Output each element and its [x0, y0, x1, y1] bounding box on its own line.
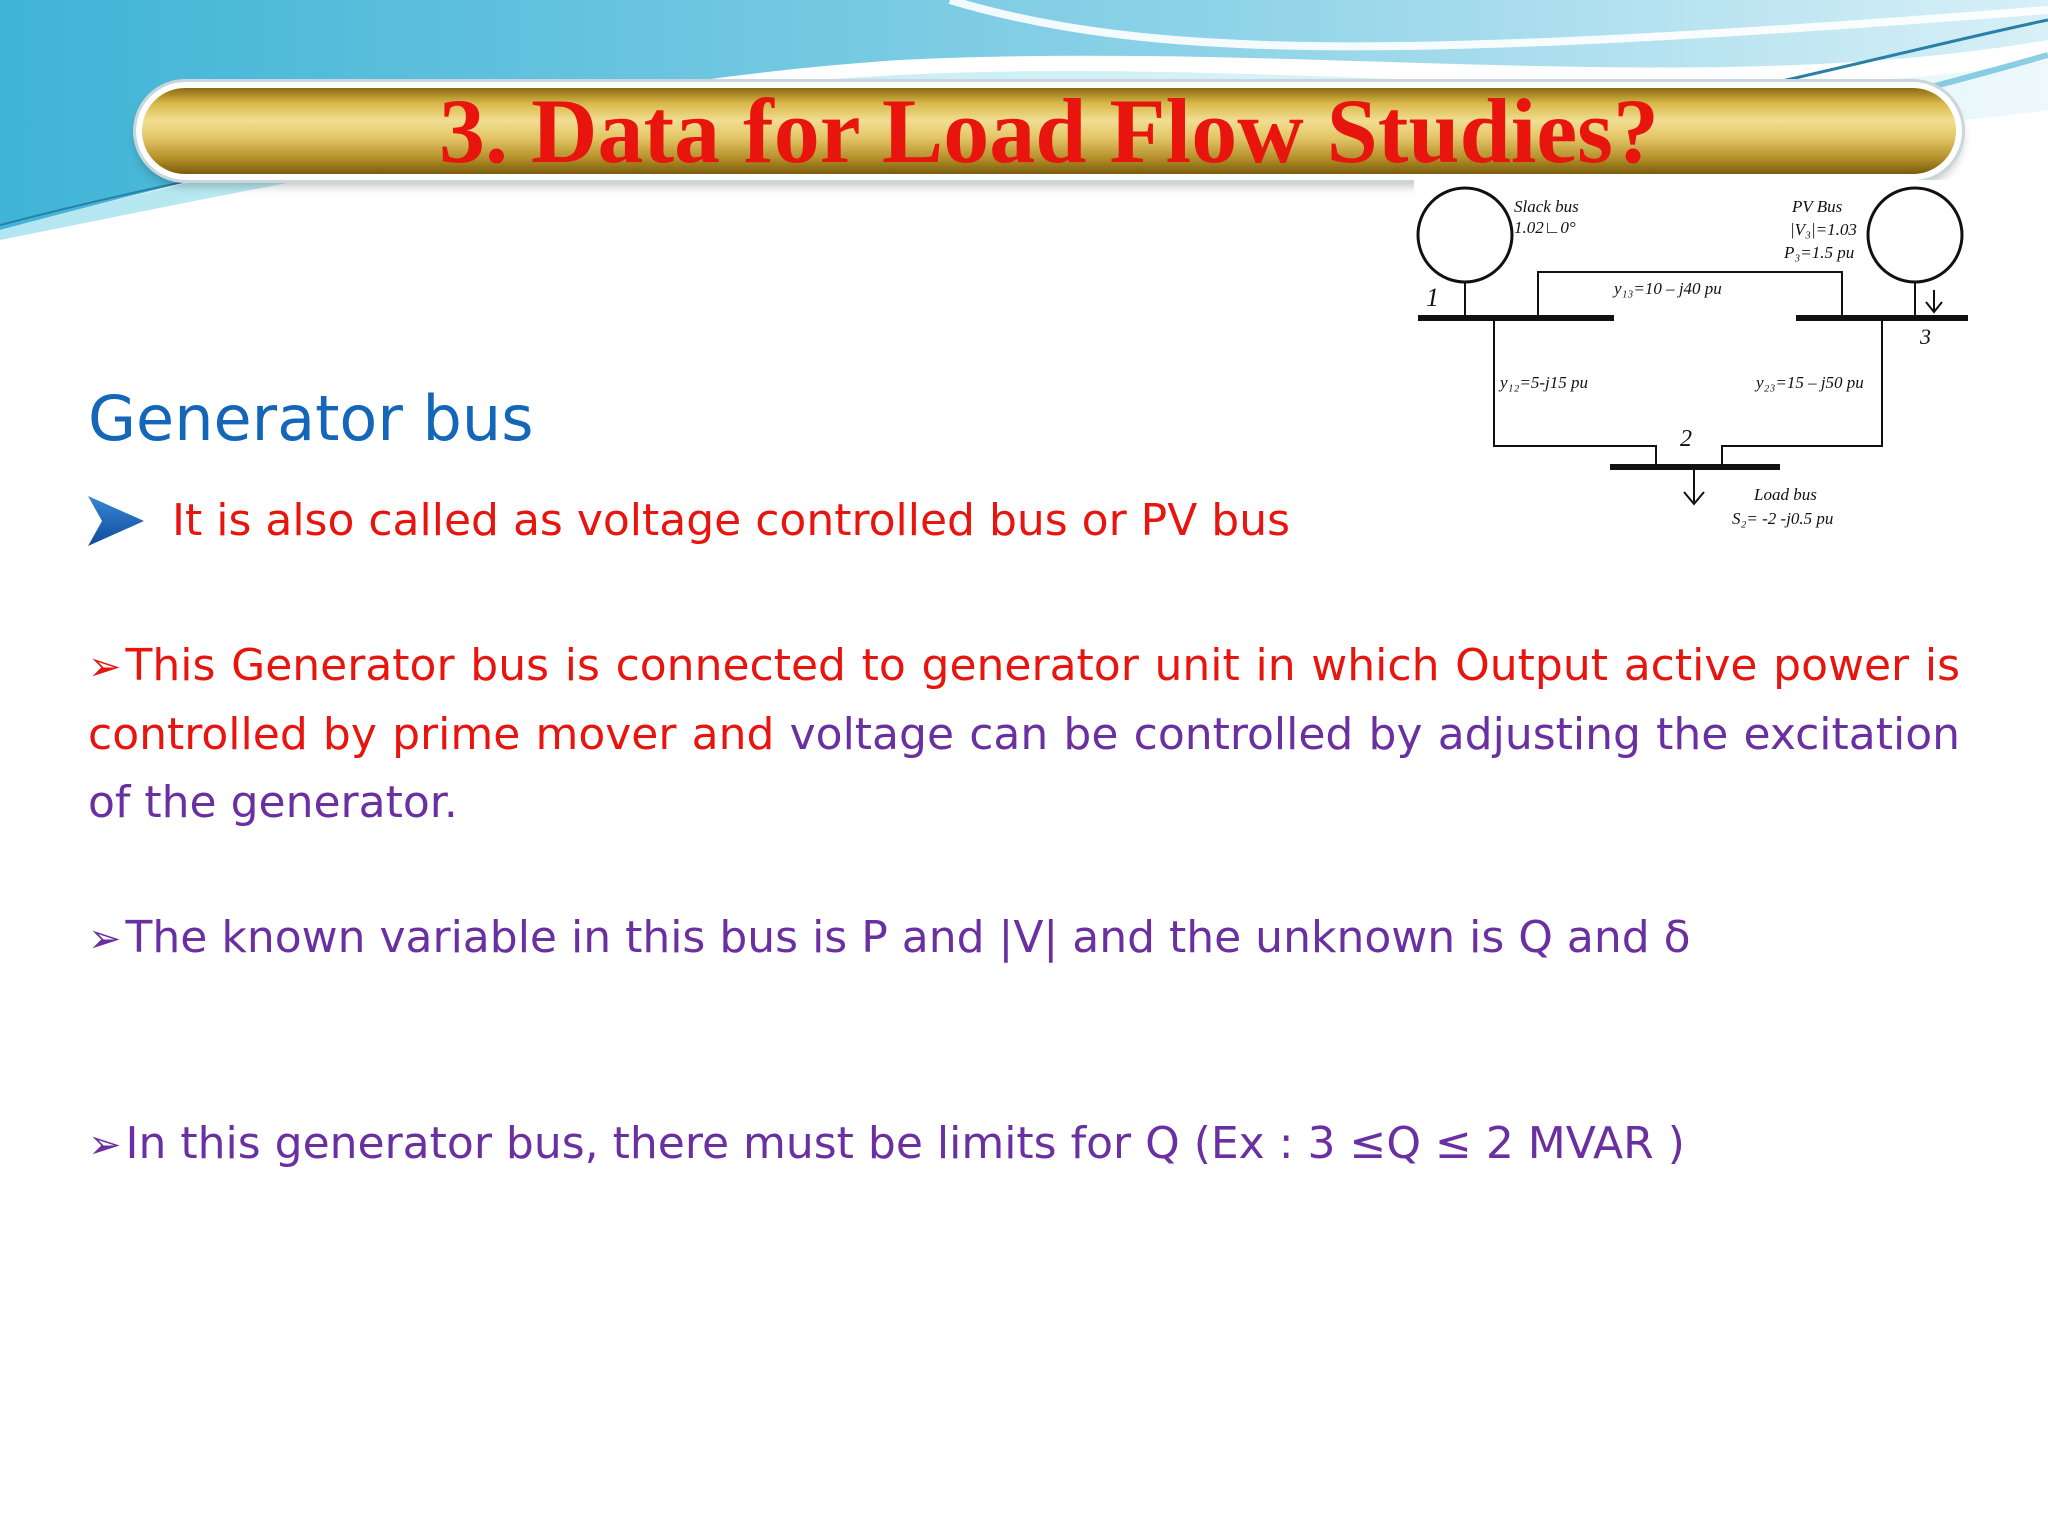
bullet-pv-bus: It is also called as voltage controlled … [88, 495, 1290, 546]
load-bus-label: Load bus [1753, 485, 1817, 504]
y12-label: y₁₂=5-j15 pu [1498, 373, 1588, 392]
power-system-diagram: Slack bus 1.02∟0° PV Bus |V₃|=1.03 P₃=1.… [1414, 180, 1968, 530]
bus-3-arrow-icon [1925, 301, 1943, 314]
generator-3-icon [1866, 186, 1964, 284]
bullet-marker: ➢ [88, 644, 122, 690]
bullet-q-limits: ➢In this generator bus, there must be li… [88, 1110, 1960, 1179]
bullet-marker: ➢ [88, 1122, 122, 1168]
pv-bus-voltage: |V₃|=1.03 [1790, 220, 1857, 239]
bus-2-number: 2 [1680, 426, 1692, 452]
line-1-3 [1537, 271, 1843, 318]
load-bus-value: S₂= -2 -j0.5 pu [1732, 509, 1833, 528]
slack-bus-label: Slack bus [1514, 197, 1579, 216]
bullet-generator-red-text: This Generator bus is connected to gener… [88, 640, 1960, 760]
y13-label: y₁₃=10 – j40 pu [1612, 279, 1722, 298]
y23-label: y₂₃=15 – j50 pu [1754, 373, 1864, 392]
bullet-known-variables-text: The known variable in this bus is P and … [125, 912, 1691, 963]
generator-1-icon [1416, 186, 1514, 284]
pv-bus-label: PV Bus [1791, 197, 1843, 216]
bullet-generator-purple-text: voltage can be controlled by adjusting t… [88, 709, 1961, 828]
pv-bus-power: P₃=1.5 pu [1783, 243, 1854, 262]
bus-1-number: 1 [1426, 283, 1439, 312]
bullet-q-limits-text: In this generator bus, there must be lim… [125, 1118, 1685, 1169]
slide-title: 3. Data for Load Flow Studies? [439, 80, 1659, 182]
line-3-2 [1721, 318, 1883, 467]
bullet-pv-bus-text: It is also called as voltage controlled … [172, 495, 1291, 546]
bullet-marker: ➢ [88, 916, 122, 962]
bus-3-number: 3 [1919, 324, 1931, 349]
title-banner [136, 82, 1962, 180]
bullet-generator-connection: ➢This Generator bus is connected to gene… [88, 632, 1960, 837]
load-arrow-icon [1683, 491, 1705, 506]
slack-bus-value: 1.02∟0° [1514, 218, 1576, 237]
section-heading: Generator bus [88, 382, 534, 455]
bullet-arrow-icon [88, 495, 144, 546]
bullet-known-variables: ➢The known variable in this bus is P and… [88, 904, 1960, 973]
line-1-2 [1493, 318, 1657, 467]
